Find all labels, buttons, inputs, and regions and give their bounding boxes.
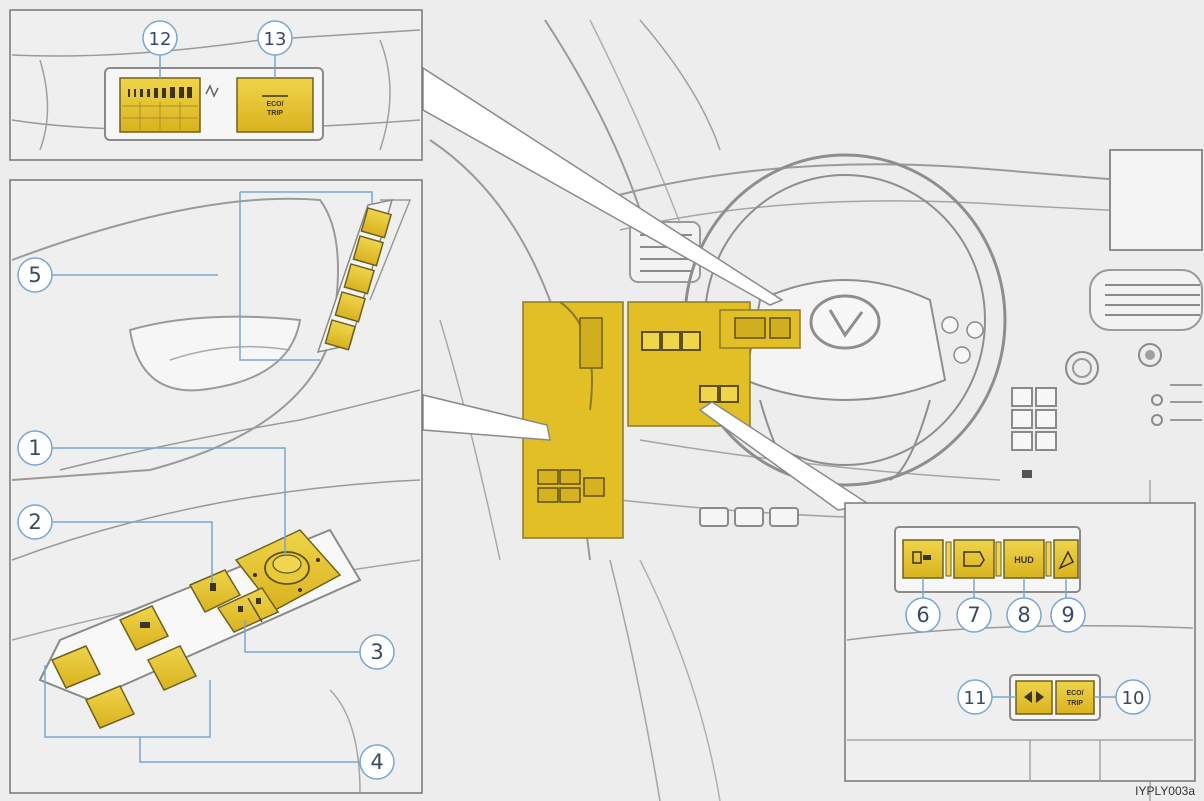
callout-2-label: 2	[28, 510, 41, 534]
callout-5: 5	[17, 257, 53, 293]
eco-trip-label-top: ECO/	[1066, 690, 1083, 697]
callout-4: 4	[359, 744, 395, 780]
zoom-wedges	[422, 66, 873, 511]
meter-trip-label-top: ECO/	[266, 101, 283, 108]
callout-12-label: 12	[149, 29, 172, 50]
eco-trip-button[interactable]	[1055, 680, 1095, 715]
callout-10: 10	[1115, 679, 1151, 715]
instrument-button-9[interactable]	[1053, 539, 1079, 579]
instrument-button-7[interactable]	[953, 539, 995, 579]
callout-7-label: 7	[967, 603, 980, 627]
drive-mode-icon	[1024, 691, 1044, 703]
display-switch-icon	[963, 551, 985, 567]
callout-9-label: 9	[1061, 603, 1074, 627]
callout-3-label: 3	[370, 640, 383, 664]
inset-panel-top: ECO/ TRIP 12 13	[9, 9, 423, 161]
callout-5-label: 5	[28, 263, 41, 287]
callout-13: 13	[257, 20, 293, 78]
memory-button-2[interactable]	[352, 235, 384, 267]
callout-2: 2	[17, 504, 53, 540]
callout-8: 8	[1006, 597, 1042, 633]
callout-10-label: 10	[1122, 688, 1145, 709]
memory-button-1[interactable]	[360, 207, 392, 239]
hud-button[interactable]	[1003, 539, 1045, 579]
brightness-indicator-icon	[205, 84, 219, 98]
inset-panel-instrument: HUD ECO/ TRIP 6 7 8	[844, 502, 1196, 782]
eco-trip-label-bottom: TRIP	[1067, 700, 1083, 707]
image-code: IYPLY003a	[1135, 784, 1195, 798]
callout-12: 12	[142, 20, 178, 78]
headlight-leveling-icon	[912, 551, 922, 564]
power-window-switch-rear-left[interactable]	[50, 645, 102, 689]
callout-4-label: 4	[370, 750, 383, 774]
callout-7: 7	[956, 597, 992, 633]
power-window-switch-rear-right[interactable]	[84, 685, 136, 729]
meter-trip-label-bottom: TRIP	[267, 110, 283, 117]
callout-1-label: 1	[28, 436, 41, 460]
memory-button-3[interactable]	[343, 263, 375, 295]
power-window-switches	[50, 605, 198, 729]
callout-3: 3	[359, 634, 395, 670]
memory-button-4[interactable]	[334, 291, 366, 323]
hud-button-label: HUD	[1014, 555, 1034, 565]
callout-11-label: 11	[964, 688, 987, 709]
memory-set-button[interactable]	[324, 319, 356, 351]
memory-button-group	[316, 199, 394, 354]
callout-11: 11	[957, 679, 993, 715]
callout-1: 1	[17, 430, 53, 466]
instrument-button-11[interactable]	[1015, 680, 1053, 715]
steering-adjust-icon	[1058, 550, 1075, 570]
inset-panel-door: 5 1 2 3 4	[9, 179, 423, 794]
callout-13-label: 13	[264, 29, 287, 50]
callout-8-label: 8	[1017, 603, 1030, 627]
callout-9: 9	[1050, 597, 1086, 633]
power-window-switch-front-right[interactable]	[146, 645, 198, 691]
callout-6-label: 6	[916, 603, 929, 627]
callout-6: 6	[905, 597, 941, 633]
door-lock-switch[interactable]	[216, 587, 280, 633]
